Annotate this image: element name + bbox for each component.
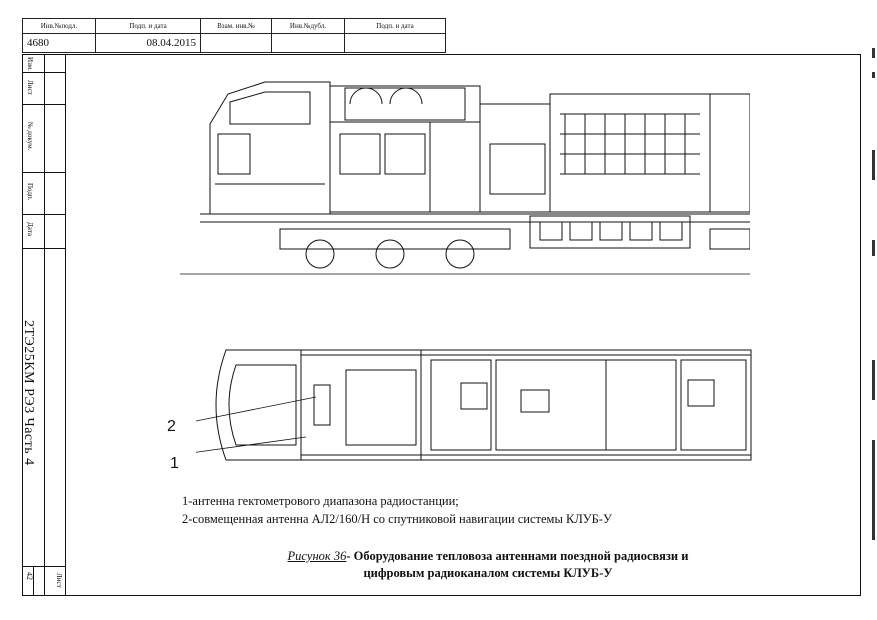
side-rule [22, 248, 66, 249]
scan-mark [872, 240, 875, 256]
stamp-header: Взам. инв.№ [200, 18, 272, 34]
locomotive-top-view [196, 349, 752, 461]
stamp-value [271, 33, 345, 53]
document-code: 2ТЭ25КМ РЭ3 Часть 4 [21, 320, 36, 466]
side-divider [44, 54, 45, 596]
side-rule [22, 566, 66, 567]
scan-mark [872, 48, 875, 58]
caption-line-1: - Оборудование тепловоза антеннами поезд… [346, 549, 689, 563]
drawing-frame [22, 54, 861, 596]
figure-label: Рисунок 36 [287, 549, 347, 563]
stamp-header: Инв.№подл. [22, 18, 96, 34]
side-rule [22, 104, 66, 105]
scan-mark [872, 150, 875, 180]
side-rule [22, 72, 66, 73]
legend-item: 2-совмещенная антенна АЛ2/160/Н со спутн… [182, 512, 612, 526]
stamp-table: Инв.№подл. Подп. и дата Взам. инв.№ Инв.… [22, 18, 446, 53]
stamp-header: Подп. и дата [344, 18, 446, 34]
caption-line-2: цифровым радиоканалом системы КЛУБ-У [363, 566, 613, 580]
side-label: Подп. [26, 183, 34, 201]
side-rule [22, 172, 66, 173]
stamp-value [200, 33, 272, 53]
callout-2: 2 [167, 418, 176, 435]
figure-caption: Рисунок 36- Оборудование тепловоза антен… [258, 549, 718, 564]
stamp-header: Подп. и дата [95, 18, 201, 34]
stamp-header: Инв.№дубл. [271, 18, 345, 34]
side-label: Дата [26, 222, 34, 236]
stamp-date: 08.04.2015 [95, 33, 201, 53]
side-rule [22, 214, 66, 215]
side-column [22, 54, 66, 596]
scan-mark [872, 72, 875, 78]
side-label: Изм. [26, 57, 34, 71]
sheet-label: Лист [55, 573, 63, 588]
scan-mark [872, 440, 875, 540]
sheet-divider [33, 566, 34, 596]
locomotive-side-view [180, 81, 750, 275]
side-label: Лист [26, 80, 34, 95]
callout-1: 1 [170, 455, 179, 472]
scan-mark [872, 360, 875, 400]
legend-item: 1-антенна гектометрового диапазона радио… [182, 494, 459, 508]
stamp-value [344, 33, 446, 53]
inventory-number: 4680 [22, 33, 96, 53]
side-label: № докум. [26, 122, 34, 151]
sheet-number: 42 [25, 572, 34, 580]
